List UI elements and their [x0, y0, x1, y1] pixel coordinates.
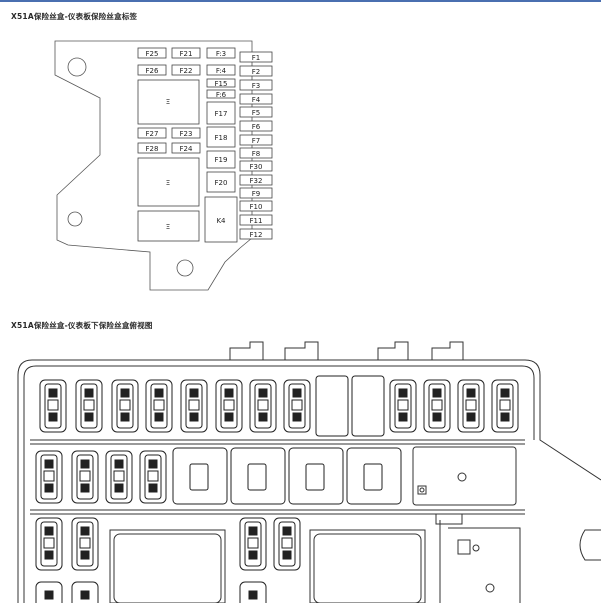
fuse-F19	[206, 150, 236, 169]
fuse-F8	[239, 147, 273, 159]
label-F2: F2	[252, 68, 260, 76]
fuse-F6	[239, 120, 273, 132]
label-F13: F:3	[216, 50, 226, 58]
fuse-F3	[239, 79, 273, 91]
label-F25: F25	[146, 50, 159, 58]
fuse-row-1	[39, 375, 519, 437]
mounting-hole-left-top	[67, 57, 87, 77]
label-F7: F7	[252, 137, 260, 145]
label-F10: F10	[250, 203, 263, 211]
fuse-F14	[206, 64, 236, 76]
fuse-F12	[239, 228, 273, 240]
label-relay-3: Ξ	[166, 223, 170, 231]
label-F21: F21	[180, 50, 193, 58]
fuse-F32	[239, 174, 273, 186]
label-K4: K4	[216, 217, 226, 225]
fuse-F22	[171, 64, 201, 76]
label-F3: F3	[252, 82, 260, 90]
fuse-F18	[206, 126, 236, 148]
fuse-row-3	[35, 517, 301, 603]
fuse-F23	[171, 127, 201, 139]
mounting-hole-bottom	[176, 259, 194, 277]
fuse-F20	[206, 171, 236, 193]
fuse-F21	[171, 47, 201, 59]
fuse-F9	[239, 187, 273, 199]
label-F18: F18	[215, 134, 228, 142]
label-F20: F20	[215, 179, 228, 187]
label-F19: F19	[215, 156, 228, 164]
fuse-F24	[171, 142, 201, 154]
label-F16: F:6	[216, 91, 227, 99]
label-F11: F11	[250, 217, 263, 225]
fuse-F10	[239, 200, 273, 212]
label-F4: F4	[252, 96, 261, 104]
relay-3	[137, 210, 200, 242]
label-F28: F28	[146, 145, 159, 153]
fuse-F7	[239, 134, 273, 146]
label-F23: F23	[180, 130, 193, 138]
fuse-F4	[239, 93, 273, 105]
label-F12: F12	[250, 231, 263, 239]
fuse-F25	[137, 47, 167, 59]
label-relay-1: Ξ	[166, 98, 170, 106]
fuse-F17	[206, 101, 236, 125]
label-F26: F26	[146, 67, 159, 75]
label-F5: F5	[252, 109, 260, 117]
top-border	[0, 0, 601, 2]
mounting-hole-left-bottom	[67, 211, 83, 227]
relay-2	[137, 157, 200, 207]
fuse-F27	[137, 127, 167, 139]
fuse-F13	[206, 47, 236, 59]
fuse-F26	[137, 64, 167, 76]
label-F27: F27	[146, 130, 159, 138]
diagram-title-topview: X51A保险丝盒-仪表板下保险丝盒俯视图	[11, 321, 153, 330]
diagram-title-labels: X51A保险丝盒-仪表板保险丝盒标签	[11, 12, 138, 21]
fuse-F30	[239, 160, 273, 172]
fuse-F2	[239, 65, 273, 77]
label-F22: F22	[180, 67, 193, 75]
fuse-F1	[239, 51, 273, 63]
label-F6: F6	[252, 123, 261, 131]
relay-K4	[204, 196, 238, 243]
label-F14: F:4	[216, 67, 227, 75]
label-F9: F9	[252, 190, 260, 198]
fuse-F5	[239, 106, 273, 118]
fuse-F28	[137, 142, 167, 154]
label-relay-2: Ξ	[166, 179, 170, 187]
fuse-box-topview	[17, 341, 601, 603]
label-F8: F8	[252, 150, 260, 158]
label-F17: F17	[215, 110, 228, 118]
label-F30: F30	[250, 163, 263, 171]
fuse-F16	[206, 89, 236, 99]
fusebox-outline	[54, 40, 253, 291]
label-F32: F32	[250, 177, 263, 185]
label-F1: F1	[252, 54, 260, 62]
relay-1	[137, 79, 200, 125]
fuse-F15	[206, 78, 236, 88]
fuse-row-2	[35, 447, 402, 505]
label-F15: F15	[215, 80, 228, 88]
fuse-F11	[239, 214, 273, 226]
label-F24: F24	[180, 145, 193, 153]
